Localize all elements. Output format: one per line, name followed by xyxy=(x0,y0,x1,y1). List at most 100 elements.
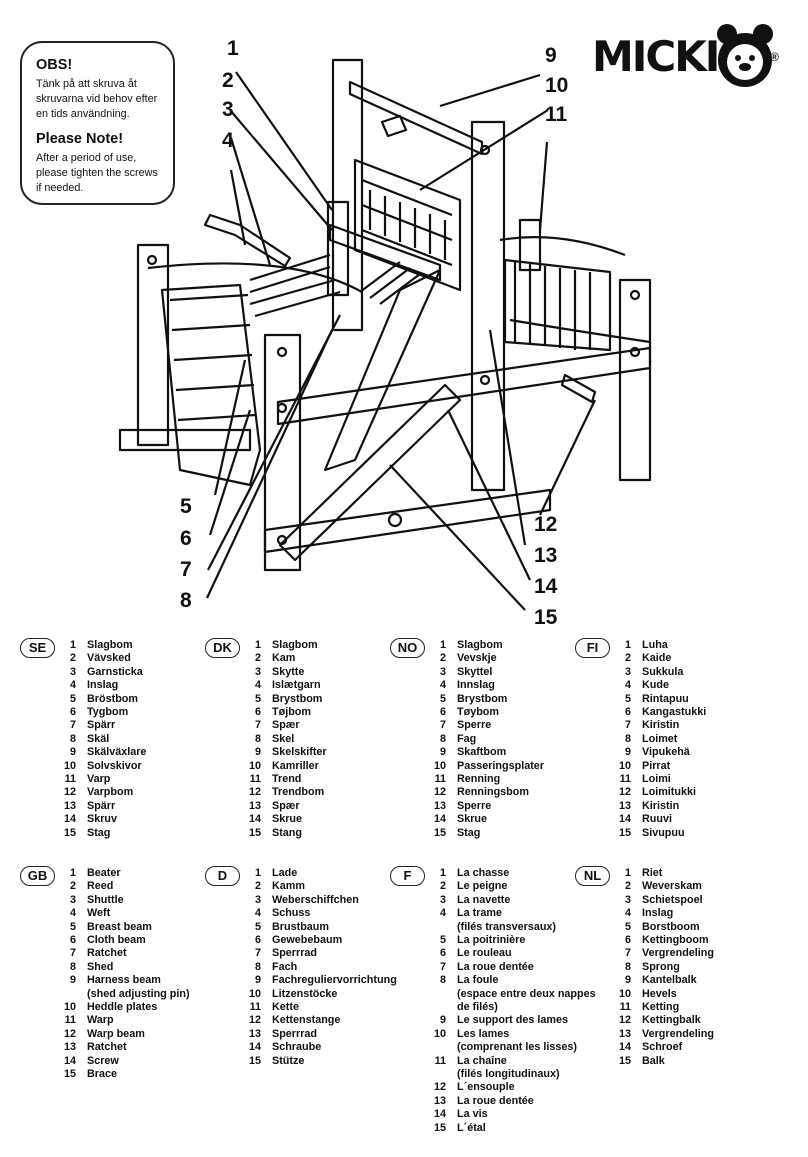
item-label: Weberschiffchen xyxy=(272,893,359,906)
item-number: 15 xyxy=(618,1054,631,1067)
item-label: La vis xyxy=(457,1108,488,1121)
item-number: 1 xyxy=(439,867,446,879)
item-number: 14 xyxy=(433,1108,446,1121)
list-item: 11 Trend xyxy=(247,772,302,786)
item-number: 8 xyxy=(69,732,76,745)
item-number: 2 xyxy=(624,880,631,893)
callout-4: 4 xyxy=(222,129,234,152)
item-number: 5 xyxy=(254,692,261,705)
item-label: Skäl xyxy=(87,732,110,745)
item-number: 5 xyxy=(624,920,631,933)
item-label: Loimi xyxy=(642,773,671,785)
item-label: Warp xyxy=(87,1014,114,1027)
item-number: 3 xyxy=(624,665,631,678)
item-number: 12 xyxy=(618,1014,631,1027)
item-label: Kam xyxy=(272,652,296,665)
item-label: Spær xyxy=(272,719,300,732)
item-number: 2 xyxy=(439,652,446,665)
item-number: 9 xyxy=(624,746,631,759)
item-label: Renningsbom xyxy=(457,786,529,799)
item-label: Schietspoel xyxy=(642,893,703,906)
item-label: Kiristin xyxy=(642,719,680,732)
item-label: Stag xyxy=(87,826,111,839)
item-label: L´étal xyxy=(457,1121,486,1134)
item-label: Cloth beam xyxy=(87,934,146,946)
item-number: 10 xyxy=(618,759,631,772)
callout-2: 2 xyxy=(222,69,234,92)
item-number: 3 xyxy=(69,665,76,678)
item-label: Skaftbom xyxy=(457,746,507,759)
item-number: 7 xyxy=(254,719,261,732)
item-number: 4 xyxy=(624,679,631,692)
list-item: (comprenant les lisses) xyxy=(432,1040,577,1054)
item-number: 6 xyxy=(254,934,261,946)
item-label: Litzenstöcke xyxy=(272,987,338,1000)
item-label: Le support des lames xyxy=(457,1014,569,1027)
item-label: Trend xyxy=(272,773,302,785)
item-number: 5 xyxy=(624,692,631,705)
item-number: 12 xyxy=(433,786,446,799)
note-text-sv: Tänk på att skruva åt skruvarna vid beho… xyxy=(36,77,173,122)
item-number: 1 xyxy=(254,639,261,651)
item-number: 11 xyxy=(249,773,261,785)
item-number: 7 xyxy=(439,719,446,732)
item-number: 15 xyxy=(63,1068,76,1080)
item-number: 14 xyxy=(248,813,261,826)
item-number: 9 xyxy=(439,746,446,759)
list-item: 5 Rintapuu xyxy=(617,692,689,706)
item-label: Rintapuu xyxy=(642,692,689,705)
callout-3: 3 xyxy=(222,98,234,121)
language-badge: FI xyxy=(575,638,610,658)
item-number: 14 xyxy=(63,813,76,826)
item-label: Shed xyxy=(87,960,114,973)
list-item: (espace entre deux nappes xyxy=(432,987,596,1001)
item-number: 9 xyxy=(624,974,631,987)
item-label: Weft xyxy=(87,907,111,920)
item-number: 14 xyxy=(618,813,631,826)
item-number: 12 xyxy=(248,786,261,799)
item-number: 9 xyxy=(254,746,261,759)
item-number: 3 xyxy=(254,665,261,678)
list-item: 8 Skäl xyxy=(62,732,109,746)
item-number: 3 xyxy=(439,893,446,906)
item-label: Skälväxlare xyxy=(87,746,147,759)
item-label: Spärr xyxy=(87,719,116,732)
item-label: (comprenant les lisses) xyxy=(457,1041,578,1054)
note-title-en: Please Note! xyxy=(36,131,124,147)
item-number: 8 xyxy=(624,960,631,973)
note-box: OBS! Tänk på att skruva åt skruvarna vid… xyxy=(20,41,175,205)
note-text-en: After a period of use, please tighten th… xyxy=(36,151,173,196)
item-label: Fach xyxy=(272,960,298,973)
item-label: Innslag xyxy=(457,679,495,692)
